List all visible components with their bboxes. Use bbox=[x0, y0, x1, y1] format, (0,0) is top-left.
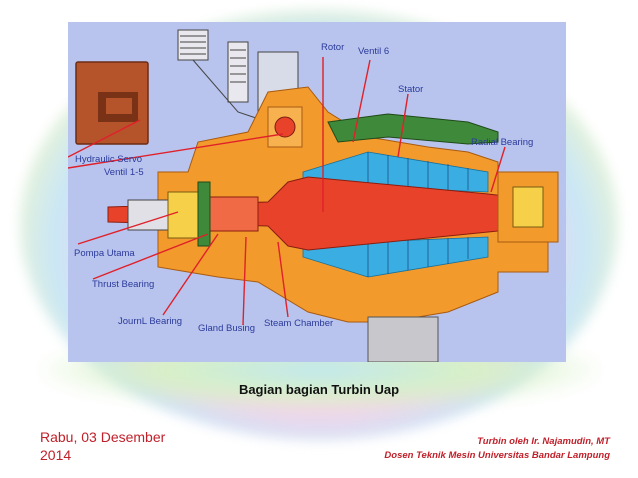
leader-lines bbox=[68, 57, 506, 326]
rotor-shaft bbox=[107, 176, 539, 251]
label-stator: Stator bbox=[398, 84, 423, 95]
radial-bearing-housing bbox=[497, 171, 559, 243]
label-thrust-bearing: Thrust Bearing bbox=[92, 279, 154, 290]
hydraulic-servo bbox=[75, 61, 149, 145]
author-line-2: Dosen Teknik Mesin Universitas Bandar La… bbox=[384, 450, 610, 461]
ventil-arm bbox=[327, 113, 499, 145]
label-journl-bearing: JournL Bearing bbox=[118, 316, 182, 327]
label-ventil-6: Ventil 6 bbox=[358, 46, 389, 57]
author-line-1: Turbin oleh Ir. Najamudin, MT bbox=[477, 436, 610, 447]
label-gland-busing: Gland Busing bbox=[198, 323, 255, 334]
label-steam-chamber: Steam Chamber bbox=[264, 318, 333, 329]
label-ventil-1-5: Ventil 1-5 bbox=[104, 167, 144, 178]
turbine-drawing: Rotor Ventil 6 Stator Radial Bearing Hyd… bbox=[68, 22, 566, 362]
slide-caption: Bagian bagian Turbin Uap bbox=[238, 382, 400, 397]
label-radial-bearing: Radial Bearing bbox=[471, 137, 533, 148]
label-hydraulic-servo: Hydraulic Servo bbox=[75, 154, 142, 165]
slide-date: Rabu, 03 Desember 2014 bbox=[40, 429, 166, 463]
label-pompa-utama: Pompa Utama bbox=[74, 248, 135, 259]
author-block: Turbin oleh Ir. Najamudin, MT Dosen Tekn… bbox=[384, 435, 610, 463]
turbine-diagram: Rotor Ventil 6 Stator Radial Bearing Hyd… bbox=[68, 22, 566, 362]
label-rotor: Rotor bbox=[321, 42, 344, 53]
pompa-utama-body bbox=[127, 181, 211, 247]
